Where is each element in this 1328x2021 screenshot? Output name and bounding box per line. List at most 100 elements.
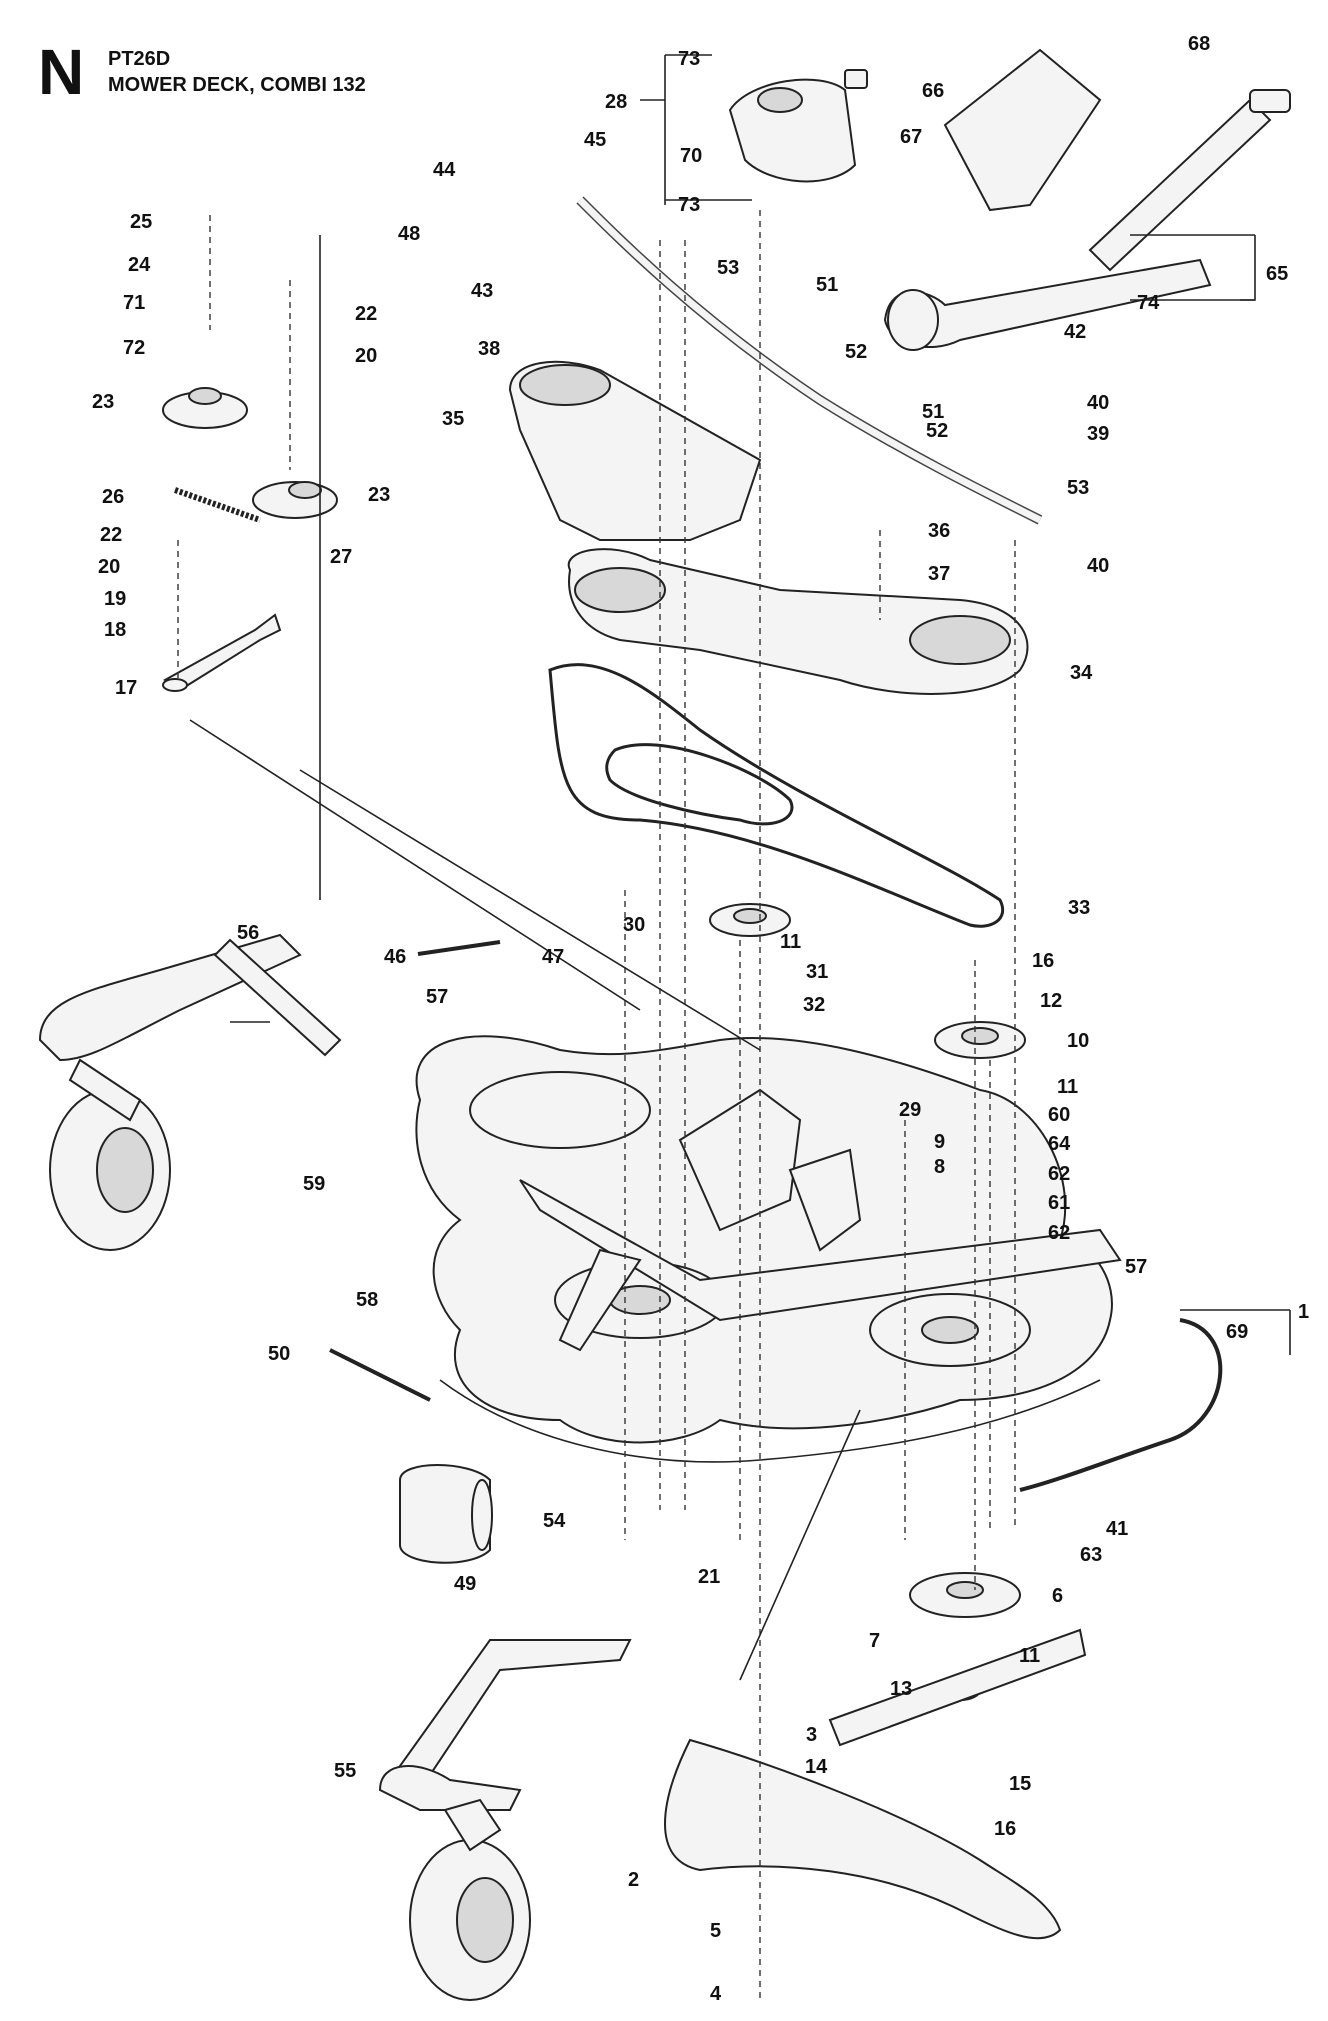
pulley-23-lower xyxy=(252,481,338,519)
callout-15: 15 xyxy=(1009,1773,1031,1795)
bolt-46 xyxy=(417,940,501,956)
spindle-6 xyxy=(909,1572,1021,1618)
callout-65: 65 xyxy=(1266,263,1288,285)
callout-30: 30 xyxy=(623,914,645,936)
callout-49: 49 xyxy=(454,1573,476,1595)
front-wheel-assembly-56 xyxy=(38,933,342,1251)
callout-59: 59 xyxy=(303,1173,325,1195)
callout-41: 41 xyxy=(1106,1518,1128,1540)
callout-51-b: 51 xyxy=(922,401,944,423)
pulley-30 xyxy=(709,903,791,937)
callout-14: 14 xyxy=(805,1756,828,1778)
callout-6: 6 xyxy=(1052,1585,1063,1607)
callout-43: 43 xyxy=(471,280,493,302)
drive-belt-33 xyxy=(548,663,1005,928)
callout-9: 9 xyxy=(934,1131,945,1153)
callout-53-a: 53 xyxy=(717,257,739,279)
drive-shaft-65 xyxy=(883,89,1291,351)
callout-39: 39 xyxy=(1087,423,1109,445)
callout-68: 68 xyxy=(1188,33,1210,55)
pulley-23-upper xyxy=(162,387,248,429)
callout-62-a: 62 xyxy=(1048,1163,1070,1185)
pulley-10 xyxy=(934,1021,1026,1059)
callout-27: 27 xyxy=(330,546,352,568)
idler-arm-17 xyxy=(162,613,282,692)
callout-52-b: 52 xyxy=(926,420,948,442)
callout-40-b: 40 xyxy=(1087,555,1109,577)
callout-10: 10 xyxy=(1067,1030,1089,1052)
hose-69 xyxy=(1019,1318,1223,1492)
callout-46: 46 xyxy=(384,946,406,968)
callout-38: 38 xyxy=(478,338,500,360)
callout-20-a: 20 xyxy=(355,345,377,367)
callout-26: 26 xyxy=(102,486,124,508)
callout-5: 5 xyxy=(710,1920,721,1942)
callout-32: 32 xyxy=(803,994,825,1016)
callout-57-b: 57 xyxy=(1125,1256,1147,1278)
callout-24: 24 xyxy=(128,254,151,276)
callout-34: 34 xyxy=(1070,662,1093,684)
callout-29: 29 xyxy=(899,1099,921,1121)
spring-26 xyxy=(174,487,261,523)
callout-73-a: 73 xyxy=(678,48,700,70)
rear-wheel-assembly-55 xyxy=(378,1639,632,2001)
callout-44: 44 xyxy=(433,159,456,181)
callout-54: 54 xyxy=(543,1510,566,1532)
callout-12: 12 xyxy=(1040,990,1062,1012)
lift-shaft xyxy=(576,196,1043,525)
callout-4: 4 xyxy=(710,1983,722,2005)
gearbox-28 xyxy=(728,69,868,183)
callout-28: 28 xyxy=(605,91,627,113)
callout-45: 45 xyxy=(584,129,606,151)
callout-11-c: 11 xyxy=(1019,1645,1040,1667)
callout-53-b: 53 xyxy=(1067,477,1089,499)
model-number: PT26D xyxy=(108,48,171,70)
shaft-cover-66 xyxy=(943,48,1102,212)
callout-20-b: 20 xyxy=(98,556,120,578)
callout-51-a: 51 xyxy=(816,274,838,296)
callout-42: 42 xyxy=(1064,321,1086,343)
callout-3: 3 xyxy=(806,1724,817,1746)
callout-56: 56 xyxy=(237,922,259,944)
callout-61: 61 xyxy=(1048,1192,1070,1214)
callout-57-a: 57 xyxy=(426,986,448,1008)
callout-70: 70 xyxy=(680,145,702,167)
callout-40-a: 40 xyxy=(1087,392,1109,414)
callout-35: 35 xyxy=(442,408,464,430)
callout-74: 74 xyxy=(1137,292,1160,314)
callout-11-a: 11 xyxy=(780,931,801,953)
callout-58: 58 xyxy=(356,1289,378,1311)
callout-23-a: 23 xyxy=(92,391,114,413)
belt-cover-34 xyxy=(567,548,1029,695)
blade-14 xyxy=(828,1628,1087,1747)
callout-17: 17 xyxy=(115,677,137,699)
callout-64: 64 xyxy=(1048,1133,1071,1155)
callout-labels: 1 2 3 4 5 6 7 8 9 10 11 11 11 12 13 14 1… xyxy=(92,33,1309,2005)
callout-37: 37 xyxy=(928,563,950,585)
callout-63: 63 xyxy=(1080,1544,1102,1566)
callout-67: 67 xyxy=(900,126,922,148)
callout-23-b: 23 xyxy=(368,484,390,506)
cylinder-49 xyxy=(399,1464,493,1564)
belt-cover-35 xyxy=(508,360,762,541)
callout-leaders xyxy=(189,54,1291,1681)
callout-73-b: 73 xyxy=(678,194,700,216)
section-title: MOWER DECK, COMBI 132 xyxy=(108,74,366,96)
section-letter: N xyxy=(38,36,85,108)
callout-18: 18 xyxy=(104,619,126,641)
callout-47: 47 xyxy=(542,946,564,968)
callout-19: 19 xyxy=(104,588,126,610)
callout-52-a: 52 xyxy=(845,341,867,363)
callout-7: 7 xyxy=(869,1630,880,1652)
callout-60: 60 xyxy=(1048,1104,1070,1126)
callout-48: 48 xyxy=(398,223,420,245)
callout-22-a: 22 xyxy=(355,303,377,325)
callout-33: 33 xyxy=(1068,897,1090,919)
callout-25: 25 xyxy=(130,211,152,233)
assembly-lines xyxy=(177,210,1016,2000)
callout-72: 72 xyxy=(123,337,145,359)
callout-22-b: 22 xyxy=(100,524,122,546)
callout-16-b: 16 xyxy=(994,1818,1016,1840)
callout-66: 66 xyxy=(922,80,944,102)
